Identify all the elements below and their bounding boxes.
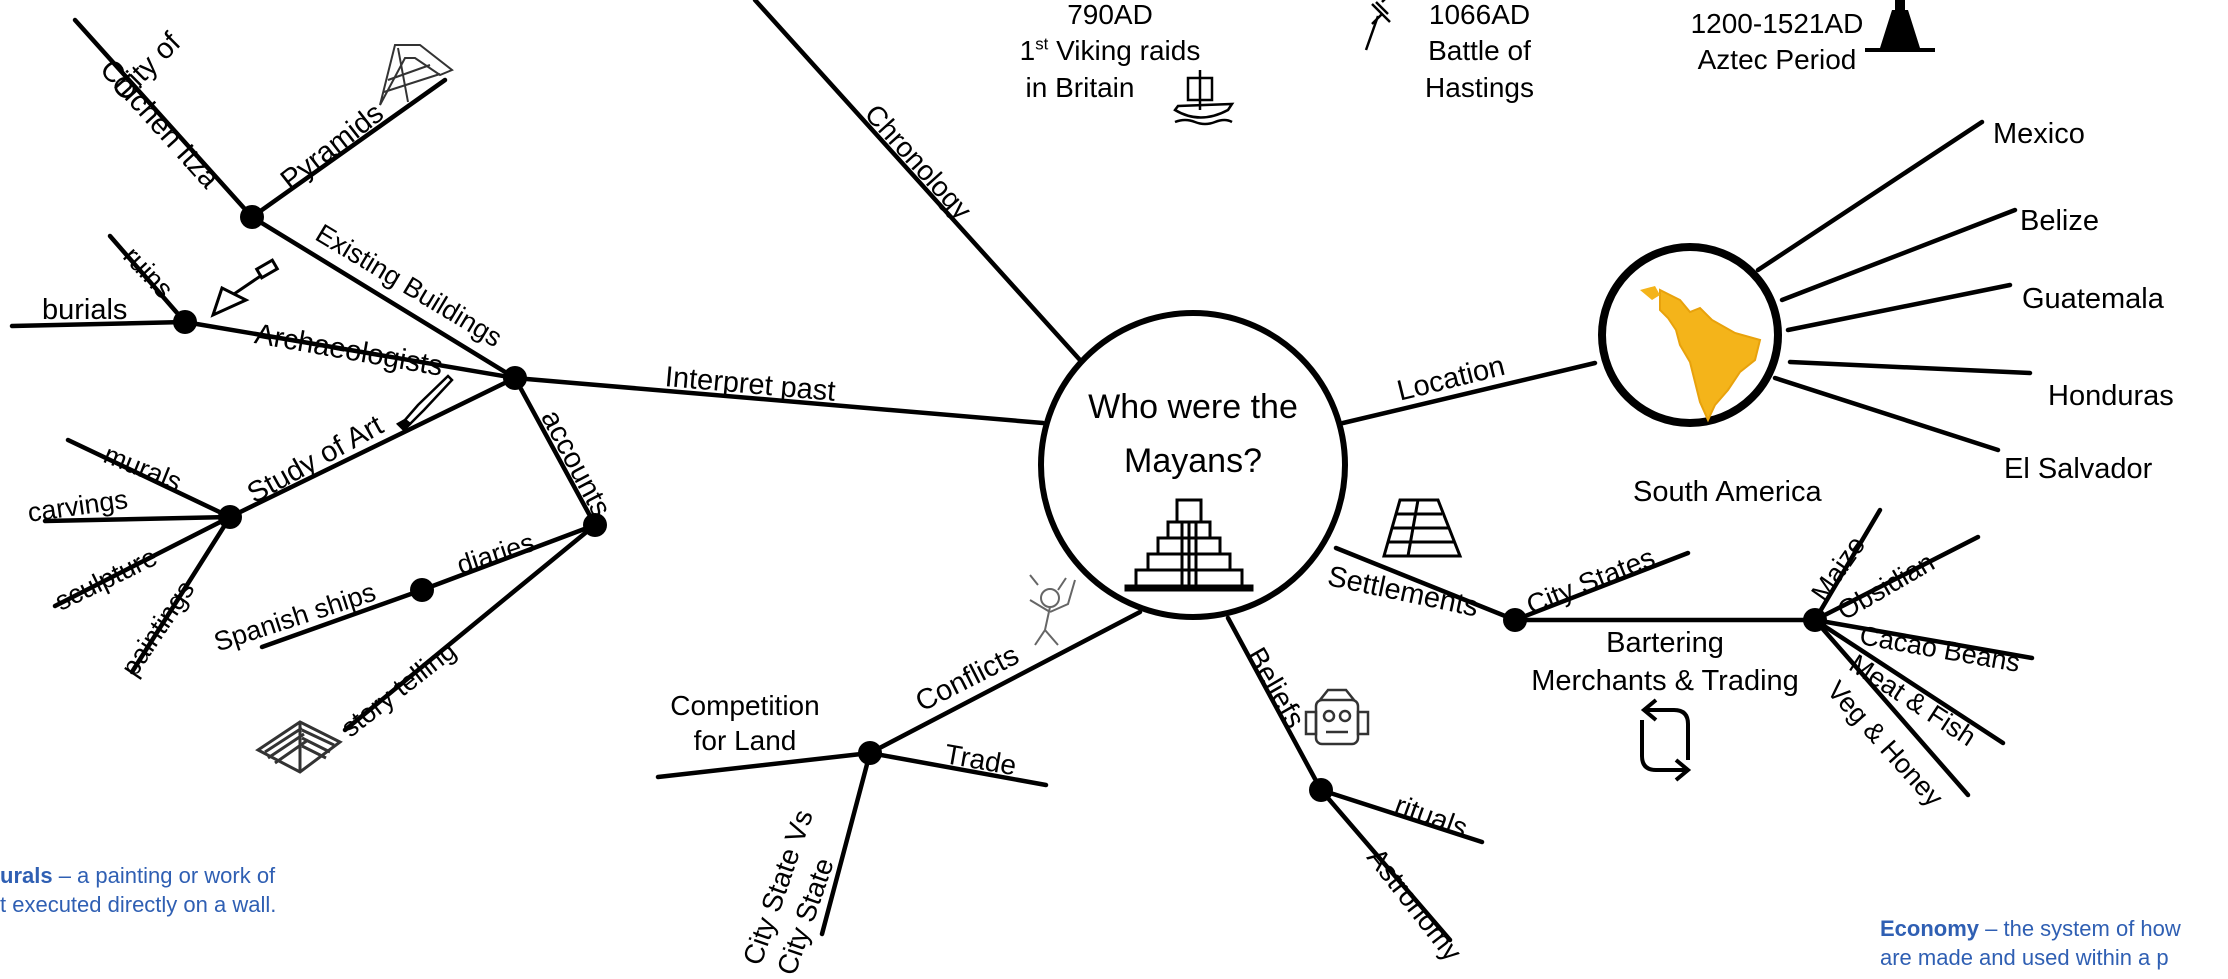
south-america-map-icon: [1640, 286, 1762, 423]
leaf-honduras: Honduras: [2048, 380, 2174, 412]
center-line-2: Mayans?: [1124, 442, 1262, 481]
definition-murals: urals – a painting or work of t executed…: [0, 863, 277, 917]
leaf-bartering: Bartering: [1606, 627, 1724, 659]
leaf-el-salvador: El Salvador: [2004, 453, 2153, 485]
leaf-competition-for-land: Competition for Land: [655, 688, 835, 758]
timeline-viking: 790AD 1st Viking raids in Britain: [985, 0, 1235, 106]
leaf-bartering-merchants: Bartering Merchants & Trading: [1500, 625, 1830, 700]
branch-nodes: [173, 205, 1827, 802]
definition-murals-term: urals: [0, 863, 53, 888]
viking-ship-icon: [1173, 70, 1235, 126]
timeline-aztec: 1200-1521AD Aztec Period: [1672, 6, 1882, 79]
center-title: Who were the Mayans?: [1043, 380, 1343, 489]
pyramid-icon: [379, 44, 454, 106]
book-icon: [255, 720, 343, 774]
paintbrush-icon: [395, 374, 454, 432]
leaf-competition-line-1: Competition: [670, 690, 820, 721]
timeline-aztec-year: 1200-1521AD: [1690, 8, 1864, 39]
leaf-mexico: Mexico: [1993, 118, 2085, 150]
timeline-hastings-line-2: Battle of: [1428, 35, 1531, 67]
aztec-pyramid-icon: [1865, 0, 1935, 52]
trade-arrows-icon: [1640, 698, 1692, 782]
leaf-guatemala: Guatemala: [2022, 283, 2164, 315]
timeline-hastings-year: 1066AD: [1428, 0, 1531, 30]
definition-economy-term: Economy: [1880, 916, 1980, 941]
leaf-belize: Belize: [2020, 205, 2099, 237]
timeline-viking-line-3: in Britain: [1025, 71, 1135, 103]
center-line-1: Who were the: [1088, 388, 1298, 426]
leaf-burials: burials: [42, 294, 128, 326]
warrior-icon: [1029, 574, 1076, 646]
label-south-america: South America: [1633, 476, 1822, 508]
leaf-competition-line-2: for Land: [693, 725, 797, 756]
sword-icon: [1364, 0, 1391, 51]
timeline-viking-line-2: 1st Viking raids: [1019, 35, 1201, 67]
leaf-merchants-trading: Merchants & Trading: [1531, 664, 1799, 697]
timeline-aztec-line-2: Aztec Period: [1697, 44, 1857, 76]
timeline-viking-year: 790AD: [1067, 0, 1153, 30]
timeline-hastings-line-3: Hastings: [1425, 71, 1534, 103]
settlement-pyramid-icon: [1382, 498, 1463, 558]
mask-icon: [1304, 688, 1370, 746]
mayan-temple-icon: [1124, 498, 1254, 592]
center-circle: [1038, 310, 1348, 620]
definition-economy: Economy – the system of how are made and…: [1880, 916, 2181, 970]
timeline-hastings: 1066AD Battle of Hastings: [1412, 0, 1547, 106]
trowel-icon: [210, 258, 280, 318]
